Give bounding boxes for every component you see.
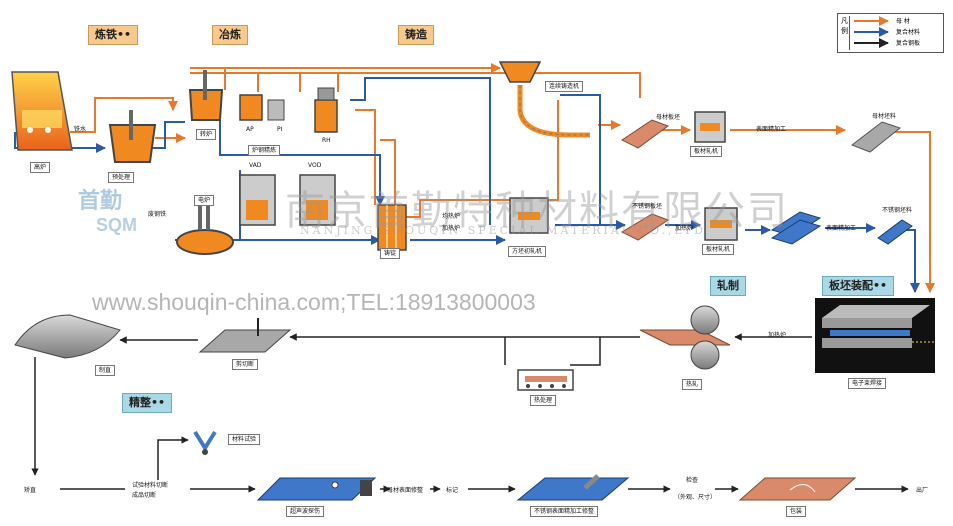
caption-heating-2: 加热炉 xyxy=(442,225,461,232)
caption-hot-rolling: 热轧 xyxy=(682,379,703,390)
vad-vod-drawing xyxy=(239,174,336,226)
logo-cn: 首勤 xyxy=(78,189,123,214)
caption-heating-1: 均热炉 xyxy=(442,213,461,220)
caption-material-test: 材料试验 xyxy=(228,434,261,445)
caption-marking: 标记 xyxy=(446,487,459,494)
ultrasonic-drawing xyxy=(256,477,377,501)
caption-electron-beam: 电子束焊接 xyxy=(848,378,887,389)
caption-plate-mill-1: 板材轧机 xyxy=(690,146,723,157)
stage-smelting: 冶炼 xyxy=(212,25,248,45)
caption-continuous-caster: 连续铸造机 xyxy=(545,81,584,92)
shearing-drawing xyxy=(198,318,292,353)
stage-finishing: 精整•• xyxy=(122,393,173,413)
caption-inspection-1: 检查 xyxy=(686,477,699,484)
legend-item-clad: 复合钢板 xyxy=(896,40,921,47)
clad-plate-flows xyxy=(31,333,909,493)
caption-stainless-blank: 不锈钢坯料 xyxy=(882,207,913,214)
caption-base-blank: 母材坯料 xyxy=(872,113,897,120)
caption-scrap: 废钢铁 xyxy=(148,211,167,218)
caption-electric-furnace: 电炉 xyxy=(194,195,215,206)
watermark-contact: www.shouqin-china.com;TEL:18913800003 xyxy=(92,289,536,315)
logo-en: SQM xyxy=(96,215,138,235)
base-material-flows xyxy=(70,63,935,293)
blast-furnace-drawing xyxy=(11,71,73,151)
caption-shearing: 剪切断 xyxy=(232,359,259,370)
caption-surface-finishing-2: 表面精加工 xyxy=(826,225,857,232)
stage-rolling: 轧制 xyxy=(710,276,746,296)
caption-finished: 制直 xyxy=(95,365,116,376)
caption-rh: RH xyxy=(322,137,331,144)
caption-converter: 转炉 xyxy=(196,129,217,140)
caption-heat-treatment: 热处理 xyxy=(530,395,557,406)
caption-surface-finishing-1: 表面精加工 xyxy=(756,126,787,133)
plate-mill-2-drawing xyxy=(704,207,738,241)
caption-blast-furnace: 高炉 xyxy=(30,162,51,173)
caption-stainless-grinding: 不锈钢表面精加工修整 xyxy=(530,506,599,517)
electric-furnace-drawing xyxy=(176,200,234,255)
blooming-mill-drawing xyxy=(509,197,549,234)
caption-heating-4: 加热炉 xyxy=(768,332,787,339)
caption-ultrasonic: 超声波探伤 xyxy=(286,506,325,517)
caption-base-slab: 母材板坯 xyxy=(656,114,681,121)
caption-stainless-slab: 不锈钢板坯 xyxy=(632,203,663,210)
caption-sample-cut-2: 成品切断 xyxy=(132,492,157,499)
base-slab-drawing xyxy=(621,119,670,149)
caption-packing: 包装 xyxy=(786,506,807,517)
caption-plate-mill-2: 板材轧机 xyxy=(702,244,735,255)
finished-plate-drawing xyxy=(14,314,121,359)
packing-drawing xyxy=(738,477,857,501)
legend-item-composite: 复合材料 xyxy=(896,29,921,36)
legend-item-base: 母 材 xyxy=(896,18,910,25)
caption-pi: PI xyxy=(277,126,283,133)
caption-ap: AP xyxy=(246,126,254,133)
stainless-blank-drawing xyxy=(877,219,913,245)
caption-straightening: 矫直 xyxy=(24,487,37,494)
material-test-drawing xyxy=(193,430,217,455)
stainless-slab-drawing xyxy=(620,213,670,241)
caption-vod: VOD xyxy=(308,162,322,169)
legend: 凡例 母 材 复合材料 复合钢板 xyxy=(837,13,944,53)
legend-title: 凡例 xyxy=(840,16,850,50)
refining-units-drawing xyxy=(239,87,338,133)
pretreatment-ladle-drawing xyxy=(108,110,157,163)
legend-swatches xyxy=(854,16,889,48)
stainless-plates-drawing xyxy=(770,211,822,245)
caption-base-grinding: 母材表面修整 xyxy=(387,487,424,494)
caption-shipping: 出厂 xyxy=(916,487,929,494)
hot-rolling-drawing xyxy=(639,305,731,370)
caption-blooming-mill: 方坯初轧机 xyxy=(508,246,547,257)
heat-treatment-drawing xyxy=(517,369,574,391)
stainless-grinding-drawing xyxy=(516,474,630,501)
stage-slab-assembly: 板坯装配•• xyxy=(822,276,895,296)
base-blank-drawing xyxy=(850,121,902,153)
stage-ironmaking: 炼铁•• xyxy=(88,25,139,45)
continuous-caster-drawing xyxy=(498,61,590,138)
electron-beam-welding-drawing xyxy=(815,298,935,373)
watermark-pinyin: NANJING SHOUQIN SPECIAL MATERIAL CO.,LTD xyxy=(300,224,706,237)
caption-pretreatment: 预处理 xyxy=(108,172,135,183)
watermark-company: 南京首勤特种材料有限公司 xyxy=(285,188,789,234)
caption-ingot: 铸锭 xyxy=(380,248,401,259)
caption-sample-cut-1: 试验材料切断 xyxy=(132,482,169,489)
caption-molten-iron: 铁水 xyxy=(74,126,87,133)
stage-casting: 铸造 xyxy=(398,25,434,45)
caption-inspection-2: （外观、尺寸） xyxy=(674,494,717,501)
plate-mill-1-drawing xyxy=(694,111,726,143)
caption-vad: VAD xyxy=(249,162,262,169)
converter-drawing xyxy=(188,70,224,121)
caption-heating-3: 加热炉 xyxy=(675,225,694,232)
caption-refining: 炉钢精炼 xyxy=(248,145,281,156)
